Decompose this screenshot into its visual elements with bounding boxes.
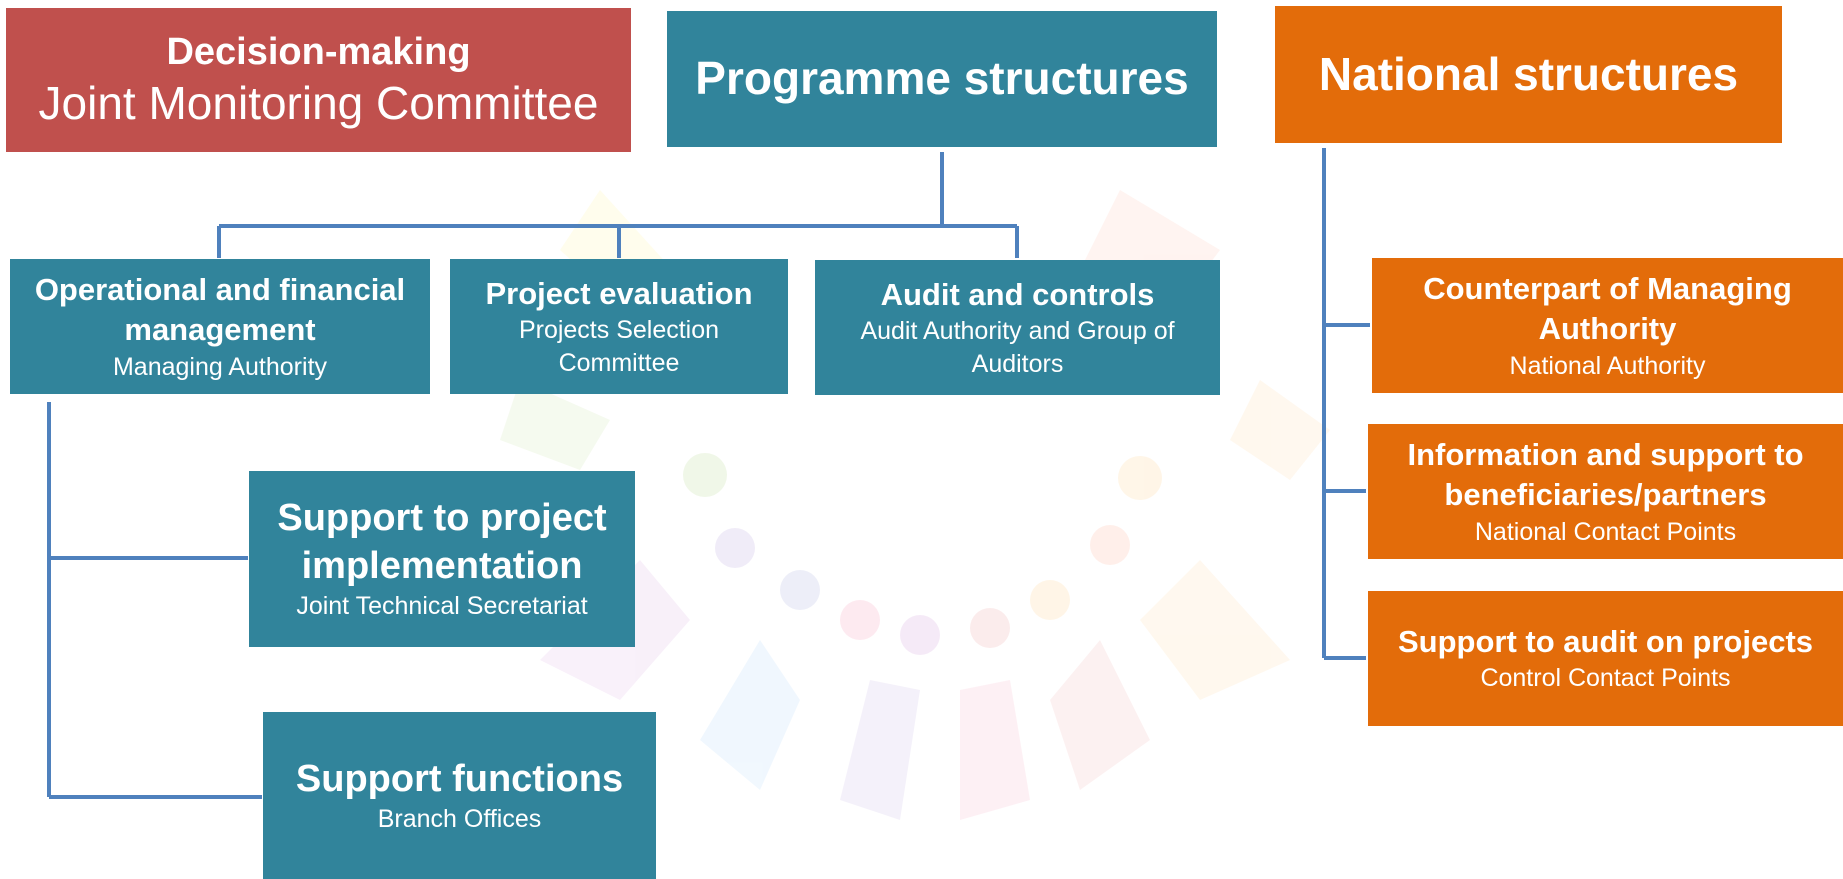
information-support-title: Information and support to beneficiaries… bbox=[1407, 436, 1804, 513]
counterpart-managing-authority-box: Counterpart of Managing Authority Nation… bbox=[1372, 258, 1843, 393]
national-structures-box: National structures bbox=[1275, 6, 1782, 143]
project-evaluation-title: Project evaluation bbox=[485, 275, 753, 311]
operational-financial-management-title: Operational and financial management bbox=[34, 271, 406, 348]
national-authority-label: National Authority bbox=[1509, 351, 1706, 380]
national-structures-title: National structures bbox=[1318, 47, 1739, 100]
operational-financial-management-box: Operational and financial management Man… bbox=[10, 259, 430, 394]
managing-authority-label: Managing Authority bbox=[112, 352, 328, 381]
support-functions-box: Support functions Branch Offices bbox=[263, 712, 656, 879]
support-project-implementation-box: Support to project implementation Joint … bbox=[249, 471, 635, 647]
decision-making-box: Decision-making Joint Monitoring Committ… bbox=[6, 8, 631, 152]
national-contact-points-label: National Contact Points bbox=[1474, 517, 1737, 546]
programme-structures-title: Programme structures bbox=[695, 52, 1189, 105]
support-functions-title: Support functions bbox=[295, 757, 624, 800]
project-evaluation-box: Project evaluation Projects Selection Co… bbox=[450, 259, 788, 394]
information-support-box: Information and support to beneficiaries… bbox=[1368, 424, 1843, 559]
support-project-implementation-title: Support to project implementation bbox=[277, 497, 607, 587]
control-contact-points-label: Control Contact Points bbox=[1480, 664, 1731, 693]
audit-authority-label: Audit Authority and Group of Auditors bbox=[860, 317, 1175, 378]
audit-controls-title: Audit and controls bbox=[880, 276, 1155, 312]
decision-making-title: Decision-making bbox=[166, 30, 471, 73]
branch-offices-label: Branch Offices bbox=[377, 805, 542, 833]
decision-making-subtitle: Joint Monitoring Committee bbox=[38, 77, 599, 130]
programme-structures-box: Programme structures bbox=[667, 11, 1217, 147]
joint-technical-secretariat-label: Joint Technical Secretariat bbox=[296, 592, 588, 621]
support-audit-projects-box: Support to audit on projects Control Con… bbox=[1368, 591, 1843, 726]
audit-controls-box: Audit and controls Audit Authority and G… bbox=[815, 260, 1220, 395]
projects-selection-committee-label: Projects Selection Committee bbox=[518, 316, 720, 377]
support-audit-projects-title: Support to audit on projects bbox=[1397, 624, 1814, 660]
counterpart-managing-authority-title: Counterpart of Managing Authority bbox=[1423, 270, 1792, 347]
